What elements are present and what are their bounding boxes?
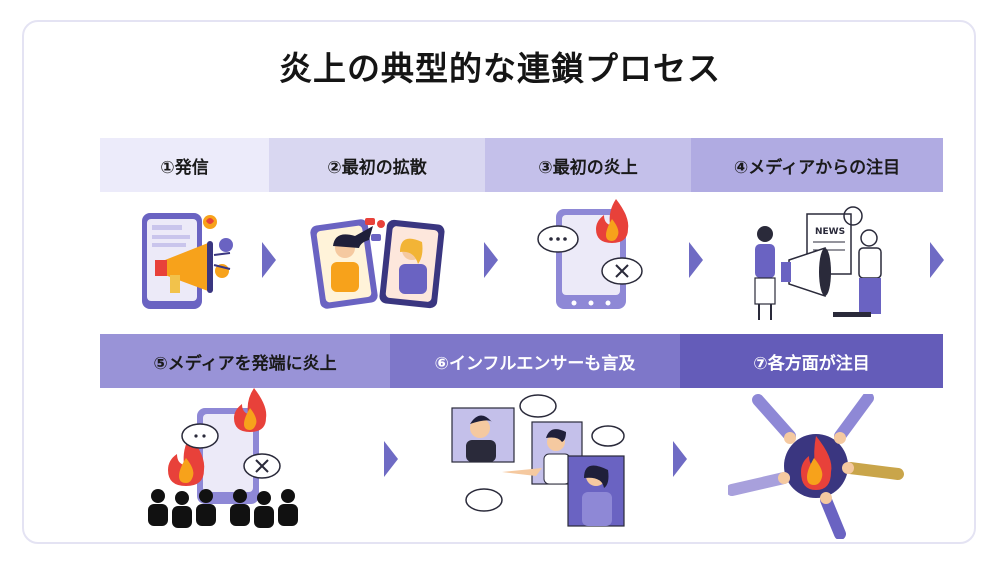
step-6-label: ⑥インフルエンサーも言及 bbox=[390, 334, 680, 388]
step-7-label: ⑦各方面が注目 bbox=[680, 334, 943, 388]
pointing-hands-fire-icon bbox=[728, 394, 904, 539]
influencers-icon bbox=[451, 394, 625, 527]
arrow-1-icon bbox=[262, 242, 276, 278]
news-media-icon: NEWS bbox=[754, 206, 882, 320]
arrow-5-icon bbox=[384, 441, 398, 477]
step-3-label: ③最初の炎上 bbox=[485, 138, 691, 192]
step-5-label: ⑤メディアを発端に炎上 bbox=[100, 334, 390, 388]
arrow-3-icon bbox=[689, 242, 703, 278]
arrow-2-icon bbox=[484, 242, 498, 278]
phone-megaphone-icon bbox=[142, 213, 233, 309]
step-1-label: ①発信 bbox=[100, 138, 269, 192]
phone-fire-icon bbox=[537, 199, 643, 309]
arrow-6-icon bbox=[673, 441, 687, 477]
step-4-label: ④メディアからの注目 bbox=[691, 138, 943, 192]
crowd-fire-icon bbox=[148, 388, 298, 528]
two-phones-people-icon bbox=[310, 218, 445, 309]
step-2-label: ②最初の拡散 bbox=[269, 138, 485, 192]
page-title: 炎上の典型的な連鎖プロセス bbox=[279, 49, 721, 88]
arrow-4-icon bbox=[930, 242, 944, 278]
news-label: NEWS bbox=[815, 227, 845, 237]
